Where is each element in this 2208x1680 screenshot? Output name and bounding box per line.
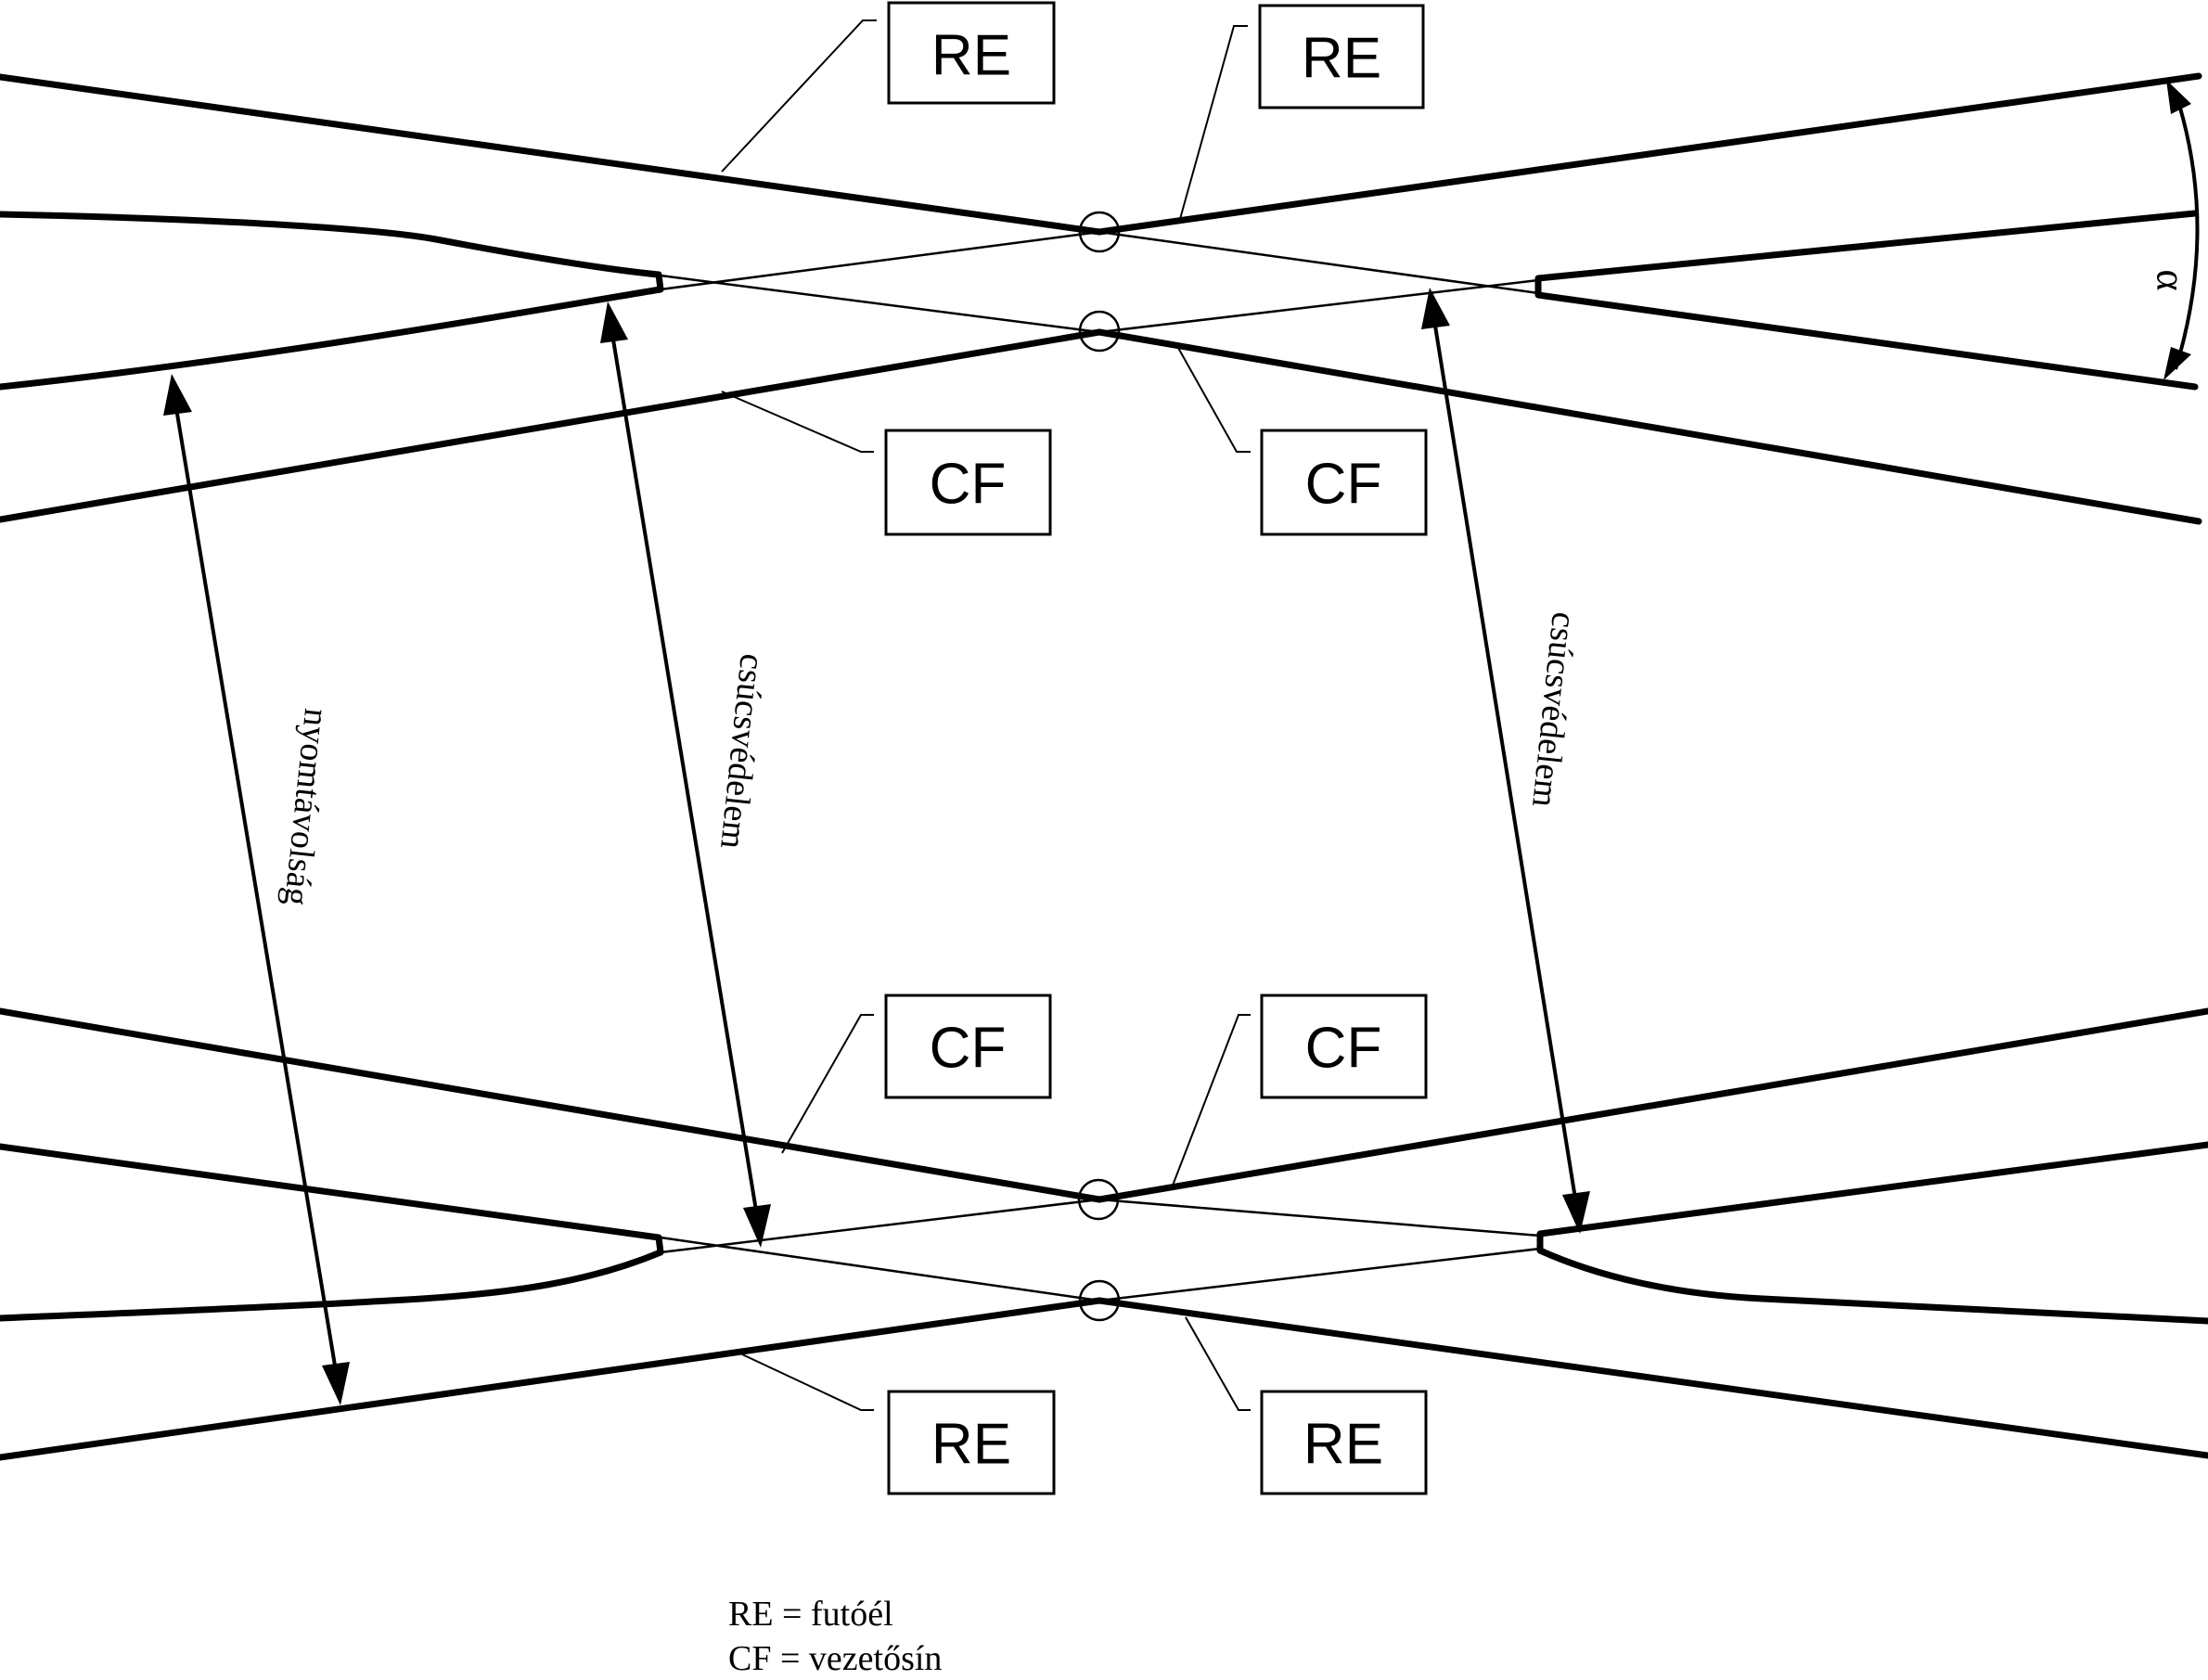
bottom-crossing	[0, 1007, 2208, 1461]
arrowhead-icon	[600, 301, 628, 343]
frog-bottom-right	[1536, 1141, 2208, 1325]
arrowhead-icon	[2163, 347, 2191, 380]
label-cf: CF	[930, 1017, 1007, 1081]
thin-line-top-1	[660, 274, 1539, 334]
top-crossing	[0, 72, 2202, 525]
leader-line	[721, 19, 877, 173]
label-box-re-top-left: RE	[887, 1, 1056, 105]
leader-line	[741, 1353, 874, 1411]
label-box-cf-bottom-right: CF	[1260, 994, 1428, 1099]
point-protection-label: csúcsvédelem	[712, 652, 772, 851]
legend-re: RE = futóél	[728, 1595, 893, 1634]
dimension-point-protection-right: csúcsvédelem	[1421, 288, 1590, 1234]
track-gauge-label: nyomtávolság	[276, 707, 336, 907]
leader-lines	[721, 19, 1251, 1411]
rail-bottom-right-upper	[1096, 1007, 2208, 1203]
dimension-point-protection-left: csúcsvédelem	[600, 301, 772, 1248]
arrowhead-icon	[743, 1204, 771, 1248]
rail-top-right-outer	[1096, 72, 2202, 236]
label-box-cf-top-left: CF	[884, 429, 1052, 536]
label-cf: CF	[930, 453, 1007, 517]
rail-top-left-outer	[0, 73, 1103, 236]
point-protection-label: csúcsvédelem	[1524, 610, 1584, 809]
arrowhead-icon	[1421, 288, 1450, 329]
label-box-cf-top-right: CF	[1260, 429, 1428, 536]
frog-top-left	[0, 211, 664, 391]
label-re: RE	[1303, 1413, 1383, 1477]
angle-alpha-label: α	[2149, 269, 2194, 290]
label-cf: CF	[1305, 1017, 1382, 1081]
rail-top-left-inner	[0, 328, 1103, 523]
leader-line	[781, 1014, 874, 1154]
label-re: RE	[931, 24, 1011, 88]
dimension-angle-alpha: α	[2149, 80, 2200, 380]
label-cf: CF	[1305, 453, 1382, 517]
label-box-cf-bottom-left: CF	[884, 994, 1052, 1099]
arrowhead-icon	[1562, 1191, 1590, 1234]
legend-cf: CF = vezetősín	[728, 1639, 942, 1678]
frog-bottom-left	[0, 1143, 664, 1322]
rail-bottom-left-lower	[0, 1297, 1103, 1461]
label-re: RE	[1302, 27, 1381, 91]
label-box-re-bottom-right: RE	[1260, 1390, 1428, 1495]
leader-line	[1185, 1316, 1251, 1411]
dimension-track-gauge: nyomtávolság	[163, 374, 350, 1405]
crossing-point-circle	[1078, 310, 1121, 353]
thin-line-bottom-1	[660, 1236, 1541, 1302]
label-box-re-top-right: RE	[1258, 4, 1425, 109]
legend: RE = futóél CF = vezetősín	[728, 1595, 942, 1678]
label-box-re-bottom-left: RE	[887, 1390, 1056, 1495]
crossing-point-circle	[1077, 1178, 1120, 1221]
rail-bottom-right-lower	[1096, 1297, 2208, 1459]
rail-bottom-left-upper	[0, 1007, 1103, 1203]
leader-line	[1179, 25, 1248, 220]
arrowhead-icon	[2166, 80, 2191, 114]
crossing-point-circle	[1078, 1279, 1121, 1322]
crossing-point-circle	[1078, 211, 1121, 253]
leader-line	[1177, 347, 1251, 453]
thin-line-bottom-2	[660, 1198, 1541, 1254]
arrowhead-icon	[322, 1362, 350, 1405]
thin-line-top-2	[660, 230, 1539, 295]
frog-top-right	[1534, 210, 2199, 391]
rail-top-right-lower	[1096, 328, 2202, 525]
arrowhead-icon	[163, 374, 192, 416]
leader-line	[721, 391, 874, 453]
label-re: RE	[931, 1413, 1011, 1477]
leader-line	[1170, 1014, 1251, 1191]
